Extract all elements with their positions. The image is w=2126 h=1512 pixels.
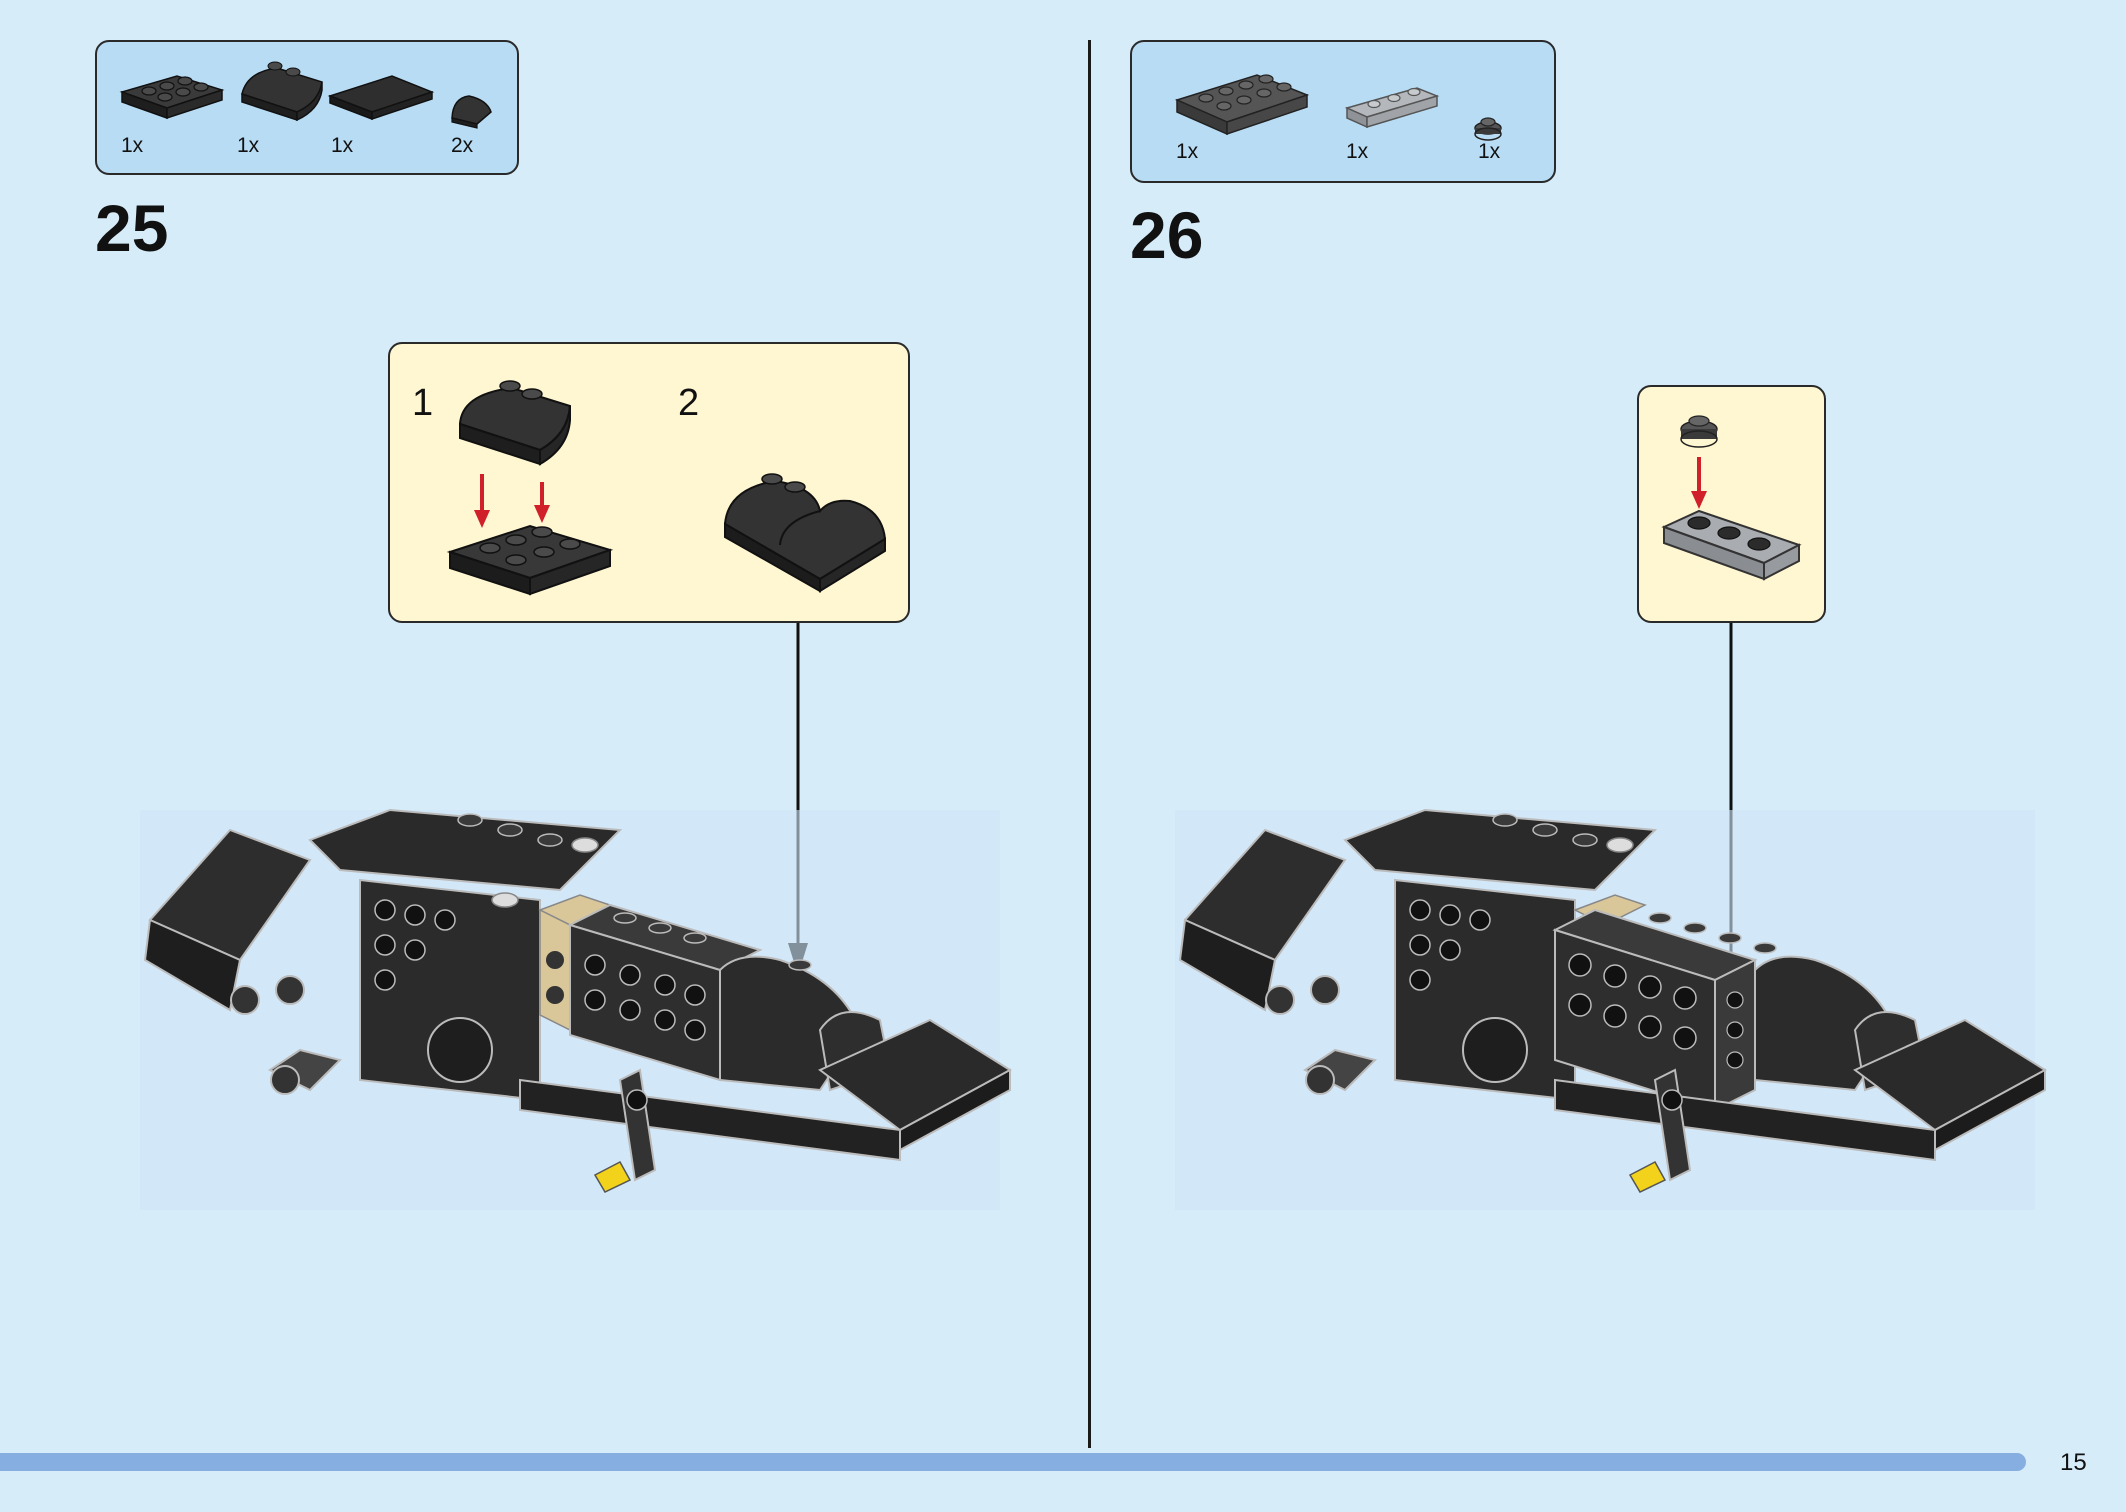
parts-list-step-26: 1x 1x 1x xyxy=(1130,40,1556,183)
black-curved-slope-2x2-icon xyxy=(241,61,323,122)
light-gray-1x3-plate-icon xyxy=(1344,87,1440,129)
page-progress-bar xyxy=(0,1453,2026,1471)
qty-label: 1x xyxy=(331,134,354,157)
qty-label: 1x xyxy=(1346,140,1369,163)
substep-illustration xyxy=(1661,415,1802,581)
qty-label: 2x xyxy=(451,134,474,157)
substep-number: 1 xyxy=(412,382,434,424)
black-2x3-plate-icon xyxy=(119,75,225,120)
qty-label: 1x xyxy=(1478,140,1501,163)
black-tile-2x4-icon xyxy=(327,75,435,121)
substep-2-illustration xyxy=(723,473,887,593)
step-number: 26 xyxy=(1130,198,1204,272)
black-curved-slope-1x1-icon xyxy=(451,95,492,129)
substep-1-illustration xyxy=(446,380,614,596)
qty-label: 1x xyxy=(121,134,144,157)
dark-gray-round-plate-1x1-icon xyxy=(1474,117,1502,141)
page-number: 15 xyxy=(2060,1449,2087,1476)
substep-number: 2 xyxy=(678,382,700,424)
model-assembly-step-26 xyxy=(1175,808,2047,1210)
step-number: 25 xyxy=(95,191,169,265)
qty-label: 1x xyxy=(237,134,260,157)
dark-gray-2x4-plate-icon xyxy=(1174,74,1310,136)
parts-list-step-25: 1x 1x 1x 2x xyxy=(95,40,519,175)
substep-callout-step-26 xyxy=(1637,385,1826,623)
page-divider xyxy=(1088,40,1091,1448)
qty-label: 1x xyxy=(1176,140,1199,163)
substep-callout-step-25: 1 2 xyxy=(388,342,910,623)
model-assembly-step-25 xyxy=(140,808,1012,1210)
